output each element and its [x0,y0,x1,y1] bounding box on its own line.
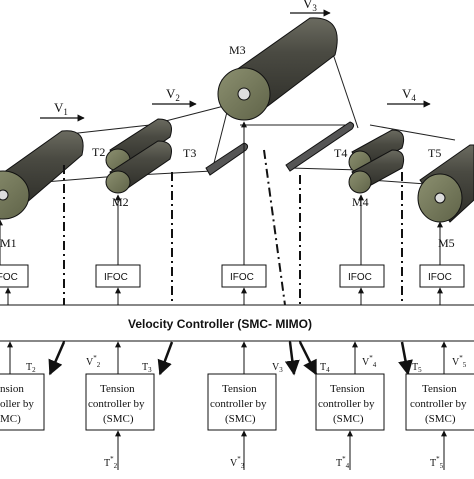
roll-m2 [105,118,172,194]
tension-label-t3: T3 [183,146,196,160]
svg-text:oller by: oller by [0,398,34,410]
motor-label-m1: M1 [0,236,17,250]
ifoc-block-2: IFOC [95,264,141,288]
signal-v4: V*4 [362,354,377,369]
signal-v3: V3 [272,362,283,374]
svg-text:IFOC: IFOC [0,272,18,283]
signal-t5: T5 [412,362,422,374]
ref-v3: V*3 [230,455,245,470]
motor-label-m4: M4 [352,195,369,209]
svg-text:Tension: Tension [100,383,135,395]
roll-m4 [348,129,405,194]
ref-t4: T*4 [336,455,350,470]
svg-text:IFOC: IFOC [348,272,372,283]
svg-text:IFOC: IFOC [230,272,254,283]
reference-arrows [115,430,447,470]
motor-label-m2: M2 [112,195,129,209]
velocity-label-v4: V4 [402,86,416,103]
velocity-controller-block: Velocity Controller (SMC- MIMO) [0,304,474,342]
svg-text:controller by: controller by [318,398,375,410]
tension-label-t2: T2 [92,145,105,159]
tension-controller-3: Tension controller by (SMC) [207,373,277,431]
svg-text:Tension: Tension [222,383,257,395]
idler-roll-left [205,142,249,176]
roll-m5 [417,144,474,223]
velocity-arrows [40,9,431,122]
ifoc-block-1: IFOC [0,264,29,288]
signal-t3: T3 [142,362,152,374]
feedback-arrows [48,341,413,376]
ref-t5: T*5 [430,455,444,470]
signal-v5: V*5 [452,354,467,369]
velocity-label-v2: V2 [166,86,180,103]
svg-text:IFOC: IFOC [428,272,452,283]
roll-m3 [217,17,338,121]
ifoc-block-4: IFOC [339,264,385,288]
svg-text:controller by: controller by [88,398,145,410]
svg-text:controller by: controller by [410,398,467,410]
velocity-label-v1: V1 [54,100,68,117]
tension-controller-2: Tension controller by (SMC) [85,373,155,431]
tension-label-t5: T5 [428,146,441,160]
svg-text:(SMC): (SMC) [425,413,456,425]
svg-text:(SMC): (SMC) [225,413,256,425]
svg-text:Tension: Tension [422,383,457,395]
ifoc-to-motor-arrows [0,121,443,265]
roll-m1 [0,130,84,220]
tension-label-t4: T4 [334,146,347,160]
tension-controller-1: nsion oller by MC) [0,373,45,431]
controller-to-ifoc-arrows [5,287,443,305]
signal-t2: T2 [26,362,36,374]
signal-v2: V*2 [86,354,101,369]
tension-controller-5: Tension controller by (SMC) [405,373,474,431]
svg-text:IFOC: IFOC [104,272,128,283]
controller-output-arrows [7,341,447,374]
svg-text:Tension: Tension [330,383,365,395]
svg-text:MC): MC) [0,413,21,425]
svg-text:nsion: nsion [0,383,24,395]
ifoc-block-5: IFOC [419,264,465,288]
svg-text:(SMC): (SMC) [333,413,364,425]
idler-roll-right [285,121,355,172]
velocity-controller-label: Velocity Controller (SMC- MIMO) [128,317,312,331]
ifoc-block-3: IFOC [221,264,267,288]
ref-t2: T*2 [104,455,118,470]
motor-label-m3: M3 [229,43,246,57]
signal-t4: T4 [320,362,330,374]
motor-label-m5: M5 [438,236,455,250]
svg-text:controller by: controller by [210,398,267,410]
svg-text:(SMC): (SMC) [103,413,134,425]
tension-controller-4: Tension controller by (SMC) [315,373,385,431]
velocity-label-v3: V3 [303,0,317,13]
